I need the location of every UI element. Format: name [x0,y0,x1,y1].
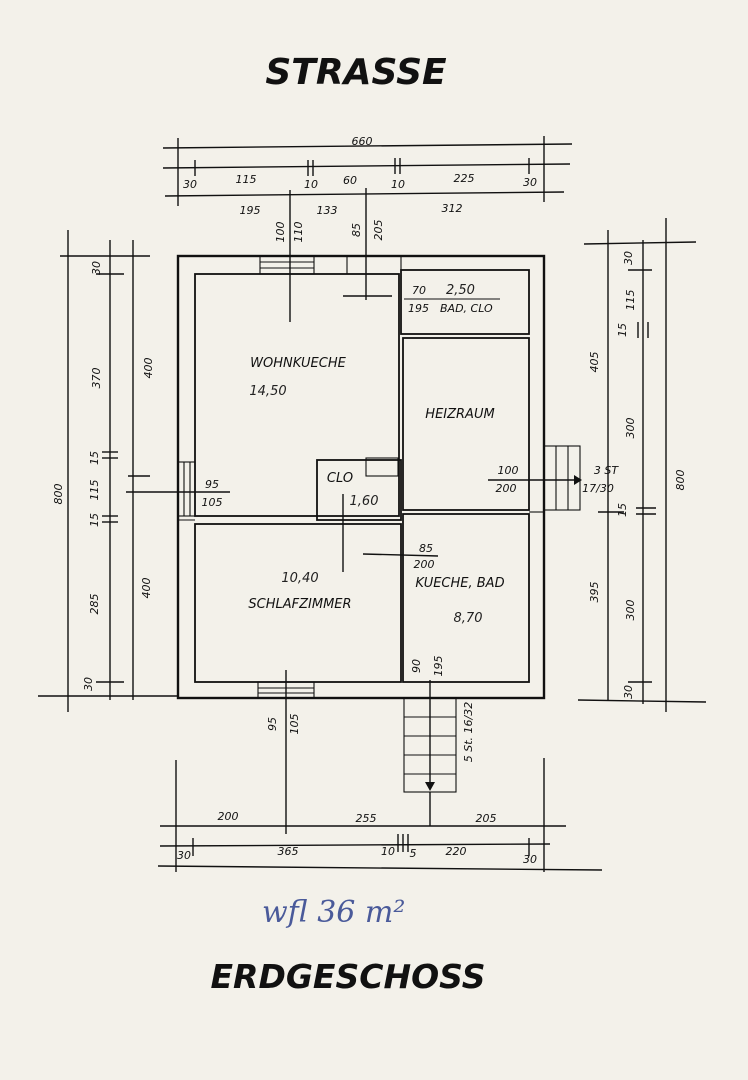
left-row-1: 370 [90,368,103,389]
street-title: STRASSE [265,52,447,93]
left-row-6: 30 [82,677,95,691]
bottom-upper-0: 200 [218,810,239,823]
bottom-upper-2: 205 [476,812,497,825]
bottom-upper-1: 255 [356,812,377,825]
room-name-wohnkueche: WOHNKUECHE [250,356,346,371]
floor-title: ERDGESCHOSS [211,957,486,996]
left-dimension-chain: 800 400 400 30 370 15 115 15 285 30 95 1… [38,230,230,712]
bottom-window-1: 105 [288,714,301,735]
left-half-1: 400 [140,578,153,599]
top-door-0: 85 [350,223,363,237]
handwritten-note: wfl 36 m² [262,895,405,930]
right-door-1: 200 [496,482,517,495]
top-row-1: 115 [236,173,257,186]
room-name-heizraum: HEIZRAUM [425,407,494,422]
top-row-3: 60 [343,174,357,187]
bottom-stairs-label: 5 St. 16/32 [462,702,475,762]
top-row-2: 10 [304,178,318,191]
bad-clo-dim-h: 195 [408,302,429,315]
left-row-3: 115 [88,480,101,501]
left-window-1: 105 [202,496,223,509]
bottom-row-4: 220 [446,845,467,858]
bottom-door-0: 90 [410,659,423,673]
top-row-5: 225 [454,172,475,185]
bottom-row-5: 30 [523,853,537,866]
left-row-4: 15 [88,513,101,527]
top-dimension-chain: 660 30 115 10 60 10 225 30 195 133 312 1… [162,135,573,322]
bottom-dimension-chain: 95 105 90 195 5 St. 16/32 200 255 205 30… [157,656,603,872]
window-left [177,461,196,517]
bad-clo-dim-w: 70 [412,284,426,297]
right-total: 800 [674,470,687,491]
room-name-schlafzimmer: SCHLAFZIMMER [248,597,351,612]
left-row-0: 30 [90,261,103,275]
right-half-0: 405 [588,352,601,373]
right-row-5: 300 [624,600,637,621]
right-row-6: 30 [622,685,635,699]
top-row-0: 30 [183,178,197,191]
top-window-1: 110 [292,222,305,243]
inner-door-0: 85 [419,542,433,555]
right-stairs-count: 3 ST [594,464,619,477]
top-lower-0: 195 [240,204,261,217]
inner-door-1: 200 [414,558,435,571]
room-name-bad-clo: BAD, CLO [440,302,493,315]
bottom-row-0: 30 [177,849,191,862]
top-door-1: 205 [372,220,385,241]
bottom-row-3: 5 [410,847,417,860]
room-area-wohnkueche: 14,50 [249,384,286,399]
right-row-1: 115 [624,290,637,311]
building-walls [176,254,546,700]
inner-dimension-markers: 85 200 [342,494,439,572]
bottom-row-2: 10 [381,845,395,858]
stairs-bottom [403,680,457,793]
right-row-0: 30 [622,251,635,265]
left-total: 800 [52,484,65,505]
right-half-1: 395 [588,582,601,603]
room-area-bad-clo: 2,50 [446,283,475,298]
stairs-right [488,445,582,511]
top-lower-2: 312 [442,202,463,215]
top-lower-1: 133 [317,204,338,217]
window-top [259,255,315,275]
top-row-4: 10 [391,178,405,191]
top-total: 660 [352,135,373,148]
bottom-door-1: 195 [432,656,445,677]
top-window-0: 100 [274,222,287,243]
right-row-4: 15 [616,503,629,517]
left-row-5: 285 [88,594,101,615]
left-half-0: 400 [142,358,155,379]
bottom-row-1: 365 [278,845,299,858]
room-name-clo: CLO [327,471,353,486]
right-dimension-chain: 800 405 395 30 115 15 300 15 300 30 100 … [496,218,707,712]
left-window-0: 95 [205,478,219,491]
room-name-kueche-bad: KUECHE, BAD [415,576,504,591]
top-row-6: 30 [523,176,537,189]
room-area-clo: 1,60 [350,494,379,509]
right-door-0: 100 [498,464,519,477]
right-row-3: 300 [624,418,637,439]
right-stairs-size: 17/30 [582,482,614,495]
room-area-kueche-bad: 8,70 [454,611,483,626]
right-row-2: 15 [616,323,629,337]
left-row-2: 15 [88,451,101,465]
bottom-window-0: 95 [266,717,279,731]
room-area-schlafzimmer: 10,40 [281,571,318,586]
